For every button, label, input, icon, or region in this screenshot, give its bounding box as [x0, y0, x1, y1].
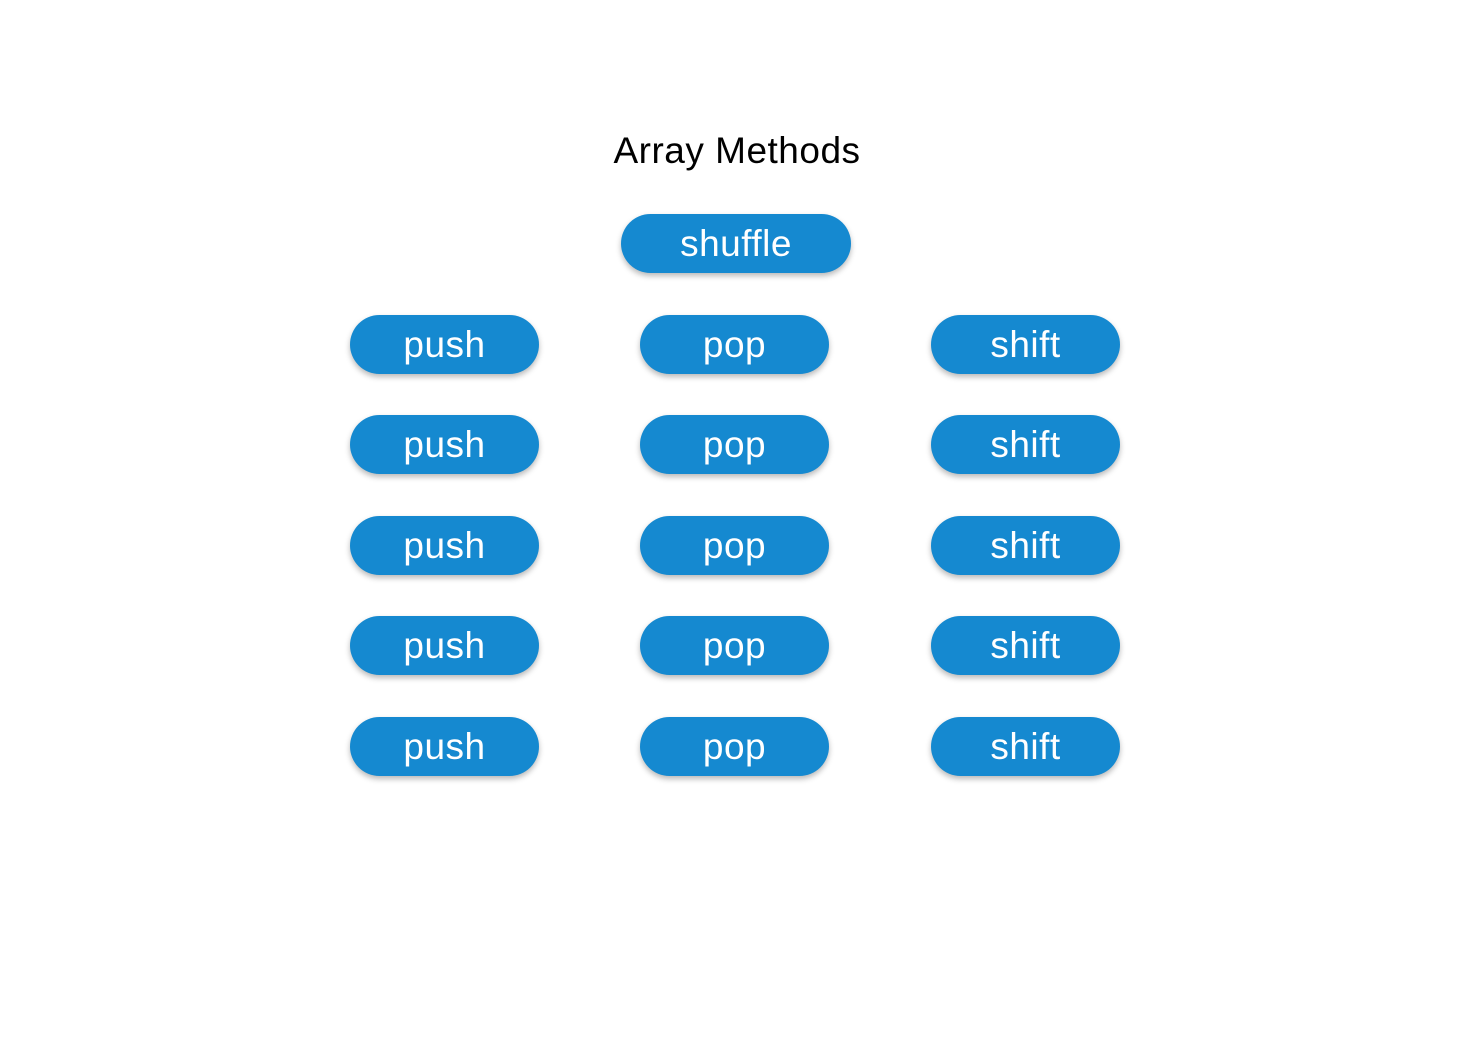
shift-button-row-3[interactable]: shift	[931, 516, 1120, 575]
shift-button-row-1[interactable]: shift	[931, 315, 1120, 374]
shift-button-row-5[interactable]: shift	[931, 717, 1120, 776]
shuffle-button[interactable]: shuffle	[621, 214, 851, 273]
pop-button-row-3[interactable]: pop	[640, 516, 829, 575]
pop-button-row-5[interactable]: pop	[640, 717, 829, 776]
shift-button-row-4[interactable]: shift	[931, 616, 1120, 675]
push-button-row-5[interactable]: push	[350, 717, 539, 776]
pop-button-row-2[interactable]: pop	[640, 415, 829, 474]
push-button-row-2[interactable]: push	[350, 415, 539, 474]
pop-button-row-1[interactable]: pop	[640, 315, 829, 374]
push-button-row-4[interactable]: push	[350, 616, 539, 675]
push-button-row-1[interactable]: push	[350, 315, 539, 374]
push-button-row-3[interactable]: push	[350, 516, 539, 575]
pop-button-row-4[interactable]: pop	[640, 616, 829, 675]
page-title: Array Methods	[613, 130, 861, 171]
shift-button-row-2[interactable]: shift	[931, 415, 1120, 474]
